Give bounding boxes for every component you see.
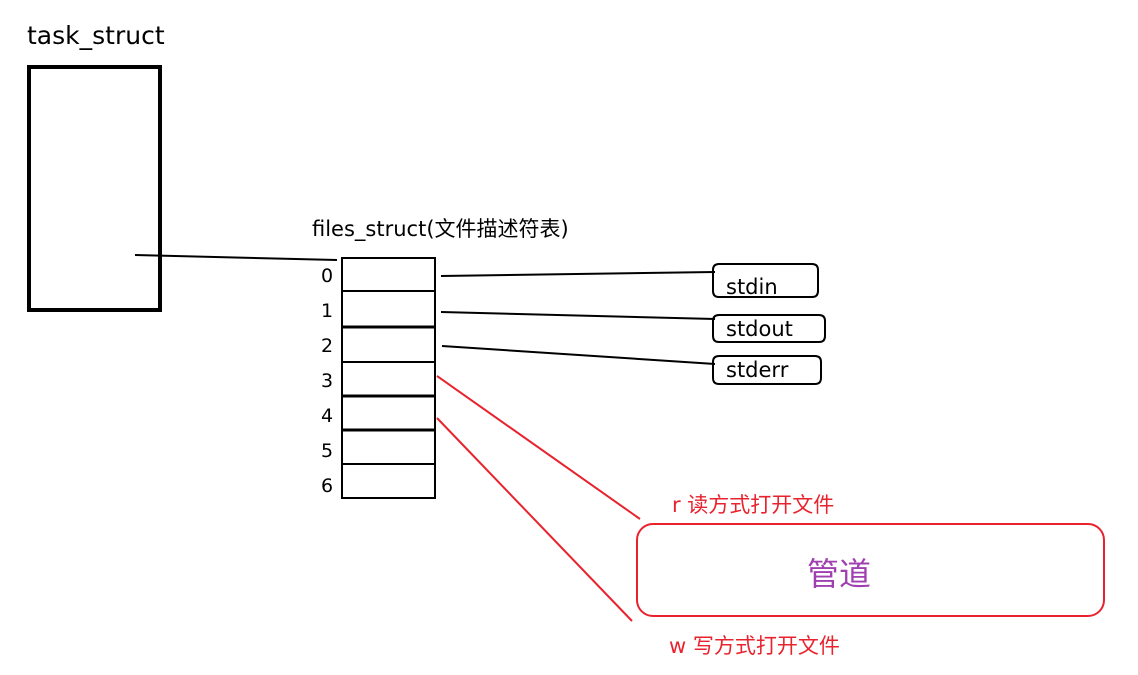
pipe-label: 管道 bbox=[807, 555, 871, 593]
stdin-box bbox=[712, 263, 819, 298]
fd-index: 6 bbox=[321, 475, 333, 497]
stderr-label: stderr bbox=[726, 358, 789, 382]
fd-index: 4 bbox=[321, 405, 333, 427]
pipe-box bbox=[636, 523, 1105, 617]
files-struct-title: files_struct(文件描述符表) bbox=[312, 217, 569, 242]
fd-index: 0 bbox=[321, 265, 333, 287]
fd3-read-connector bbox=[436, 375, 641, 520]
stdout-node: stdout bbox=[712, 314, 826, 343]
fd1-to-stdout-connector bbox=[440, 311, 716, 320]
fd0-to-stdin-connector bbox=[440, 271, 716, 277]
task-to-files-connector bbox=[134, 254, 338, 261]
fd4-write-connector bbox=[436, 417, 633, 622]
fd-index: 5 bbox=[321, 440, 333, 462]
fd-index: 1 bbox=[321, 300, 333, 322]
stdout-box bbox=[712, 314, 826, 343]
pipe-node: 管道 bbox=[636, 523, 1105, 617]
stdout-label: stdout bbox=[726, 317, 793, 341]
stdin-node: stdin bbox=[712, 263, 819, 299]
stderr-node: stderr bbox=[712, 355, 822, 385]
task-struct-box bbox=[27, 65, 162, 312]
stdin-label: stdin bbox=[726, 275, 778, 299]
read-mode-label: r 读方式打开文件 bbox=[672, 493, 834, 517]
task-struct-title: task_struct bbox=[27, 21, 165, 50]
fd2-to-stderr-connector bbox=[441, 345, 716, 365]
fd-index: 2 bbox=[321, 335, 333, 357]
write-mode-label: w 写方式打开文件 bbox=[669, 634, 840, 658]
fd-table-outline bbox=[341, 257, 436, 499]
fd-table bbox=[341, 257, 436, 499]
fd-index: 3 bbox=[321, 370, 333, 392]
stderr-box bbox=[712, 355, 822, 385]
fd-indices: 0 1 2 3 4 5 6 bbox=[321, 265, 333, 497]
